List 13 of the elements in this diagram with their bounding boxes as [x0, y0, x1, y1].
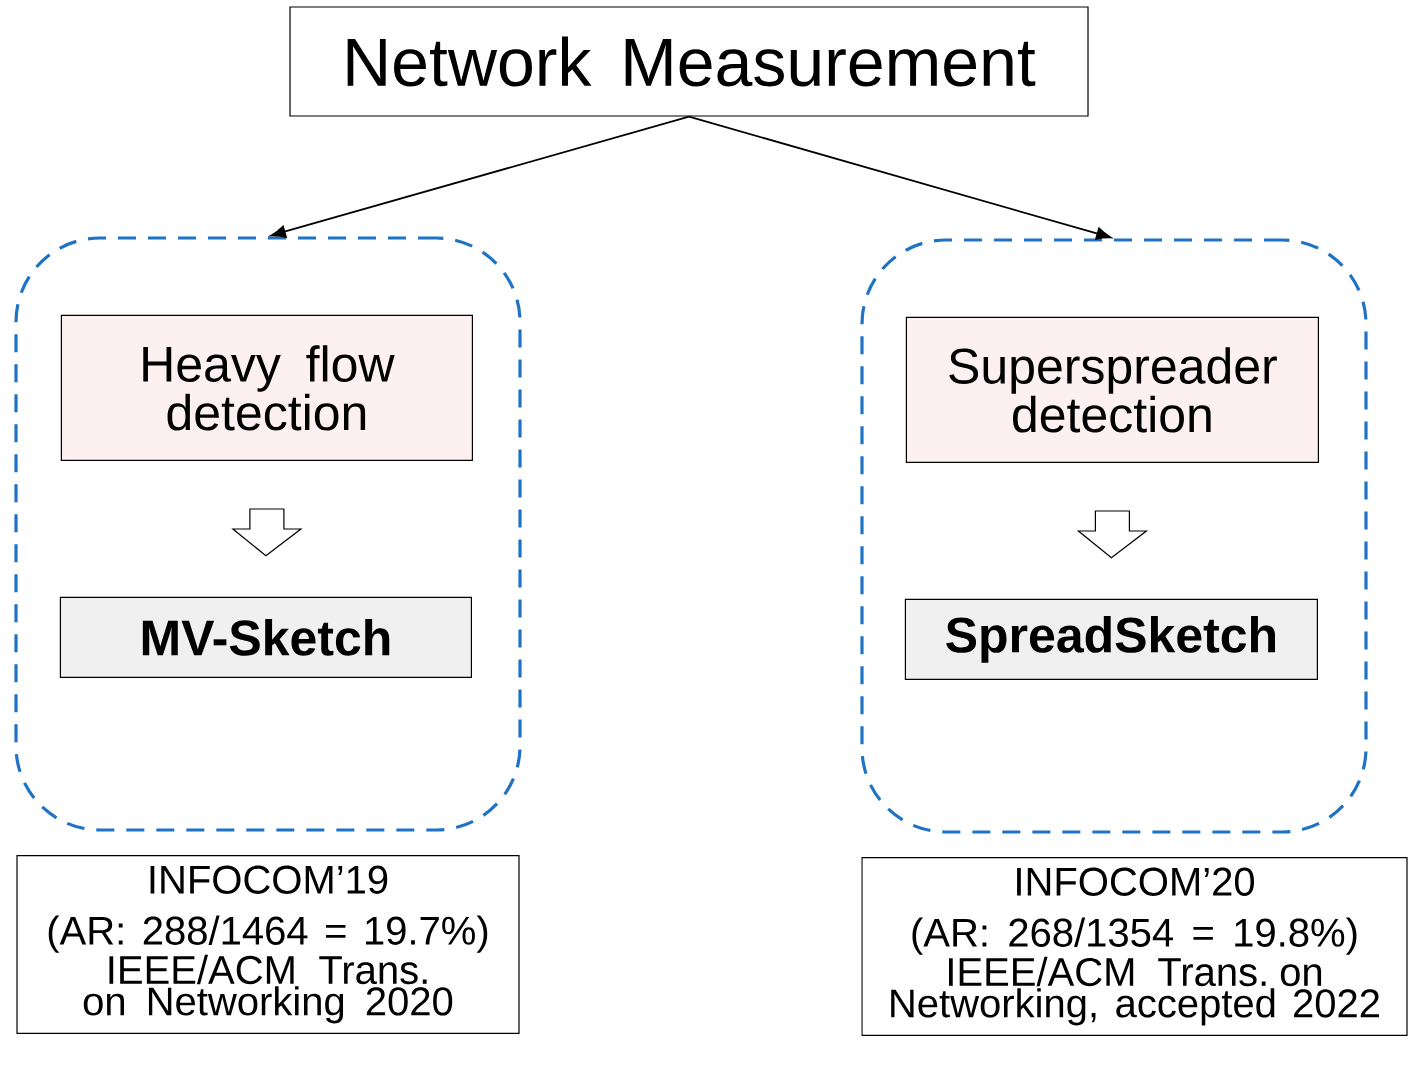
result-box: SpreadSketch: [904, 598, 1318, 680]
dashed-region: [14, 236, 522, 832]
arrow: [688, 115, 1112, 240]
publication-box: INFOCOM’20 (AR: 268/1354 = 19.8%) IEEE/ACM Trans. on Networking, accepted 2022: [861, 857, 1408, 1037]
dashed-region: [860, 238, 1368, 834]
result-box: MV-Sketch: [59, 596, 472, 678]
block-arrow: [1076, 510, 1149, 559]
arrow: [270, 115, 690, 238]
process-box: Superspreader detection: [905, 316, 1319, 463]
publication-box: INFOCOM’19 (AR: 288/1464 = 19.7%) IEEE/ACM Trans. on Networking 2020: [16, 855, 520, 1035]
process-box: Heavy flow detection: [60, 314, 473, 461]
block-arrow: [231, 508, 303, 557]
title-box: Network Measurement: [289, 6, 1089, 117]
